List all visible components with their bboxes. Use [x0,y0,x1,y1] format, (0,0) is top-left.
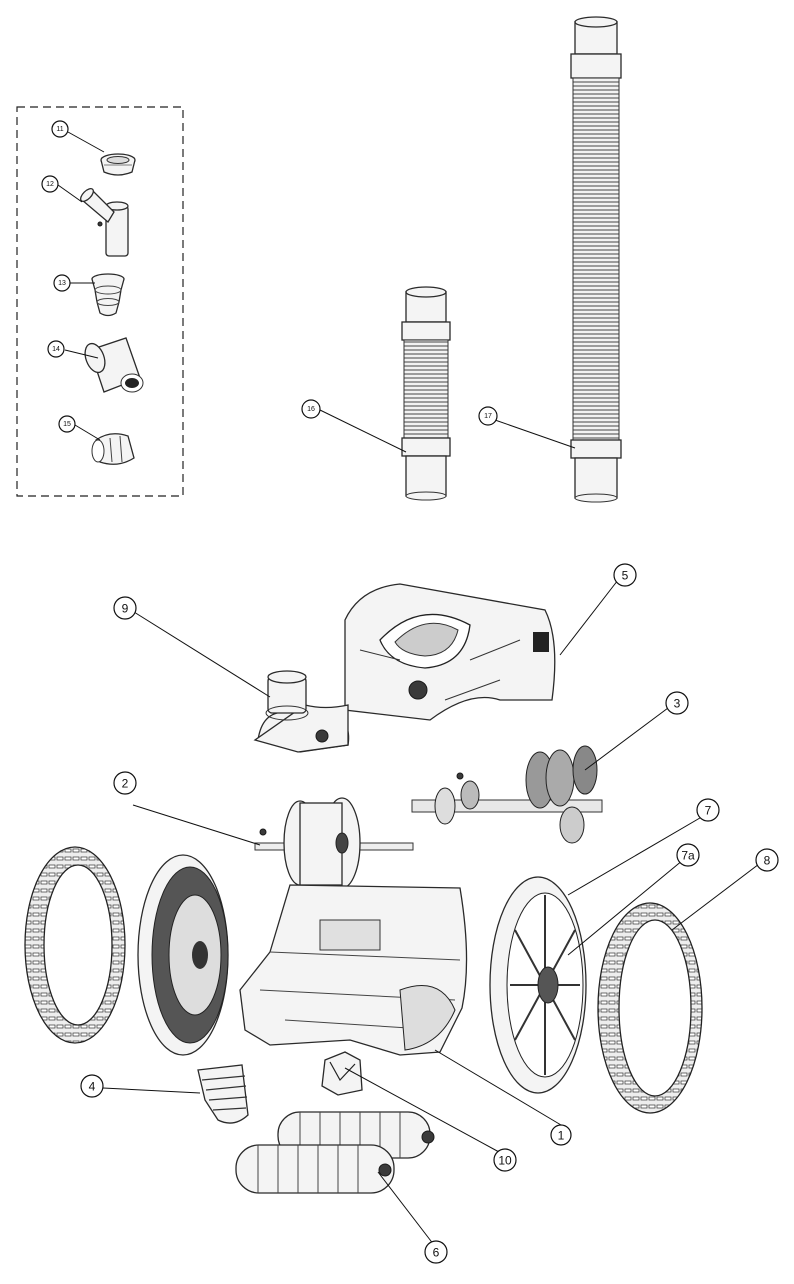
callout-10: 10 [493,1148,517,1172]
callout-circle [493,1148,517,1172]
part-5-top-cover [344,583,556,721]
callout-circle [58,415,76,433]
part-11-collar [100,153,136,176]
part-6-brush-rollers [235,1111,435,1194]
callout-number: 13 [58,280,66,287]
callout-circle [113,596,137,620]
callout-8: 8 [755,848,779,872]
callout-circle [613,563,637,587]
part-16-short-hose [401,286,451,501]
part-13-stepped-cone [91,273,125,317]
callout-number: 7 [705,804,712,818]
left-wheel [137,854,229,1056]
callout-number: 10 [498,1154,512,1168]
callout-number: 1 [558,1129,565,1143]
part-3-gear-train [411,745,603,844]
callout-4: 4 [80,1074,104,1098]
part-9-swivel-neck [253,670,350,753]
callout-circle [665,691,689,715]
callout-11: 11 [51,120,69,138]
callout-circle [424,1240,448,1264]
part-15-clip-ring [91,433,135,465]
callout-number: 12 [46,181,54,188]
callout-circle [301,399,321,419]
part-8-right-tire [597,902,703,1114]
part-14-sleeve [84,337,144,393]
callout-circle [550,1124,572,1146]
callout-number: 3 [674,697,681,711]
callout-number: 2 [122,777,129,791]
part-12-y-adapter [80,188,129,257]
callout-number: 5 [622,569,629,583]
callout-7a: 7a [676,843,700,867]
part-4-flap [197,1064,249,1124]
callout-number: 7a [681,849,695,863]
callout-number: 11 [56,126,63,133]
part-10-pad [321,1051,363,1096]
part-2-drum-axle [254,797,414,889]
callout-9: 9 [113,596,137,620]
callout-circle [676,843,700,867]
callout-7: 7 [696,798,720,822]
callout-number: 15 [63,421,71,428]
accessory-kit-box [16,106,184,497]
callout-15: 15 [58,415,76,433]
callout-5: 5 [613,563,637,587]
callout-number: 14 [52,346,60,353]
callout-circle [80,1074,104,1098]
callout-circle [53,274,71,292]
callout-12: 12 [41,175,59,193]
callout-2: 2 [113,771,137,795]
callout-14: 14 [47,340,65,358]
callout-circle [47,340,65,358]
part-7-right-wheel [489,876,587,1094]
left-tire [24,846,126,1044]
callout-6: 6 [424,1240,448,1264]
callout-circle [113,771,137,795]
callout-number: 6 [433,1246,440,1260]
callout-circle [696,798,720,822]
leader-lines [57,131,764,1246]
callout-circle [51,120,69,138]
callout-13: 13 [53,274,71,292]
callout-number: 8 [764,854,771,868]
callout-circle [755,848,779,872]
callout-number: 16 [307,406,315,413]
callout-circle [478,406,498,426]
callout-1: 1 [550,1124,572,1146]
callout-number: 9 [122,602,129,616]
part-1-chassis [239,884,468,1056]
part-17-long-hose [570,16,622,503]
callout-3: 3 [665,691,689,715]
callout-16: 16 [301,399,321,419]
callout-circle [41,175,59,193]
callout-number: 4 [89,1080,96,1094]
callout-17: 17 [478,406,498,426]
callout-number: 17 [484,413,492,420]
